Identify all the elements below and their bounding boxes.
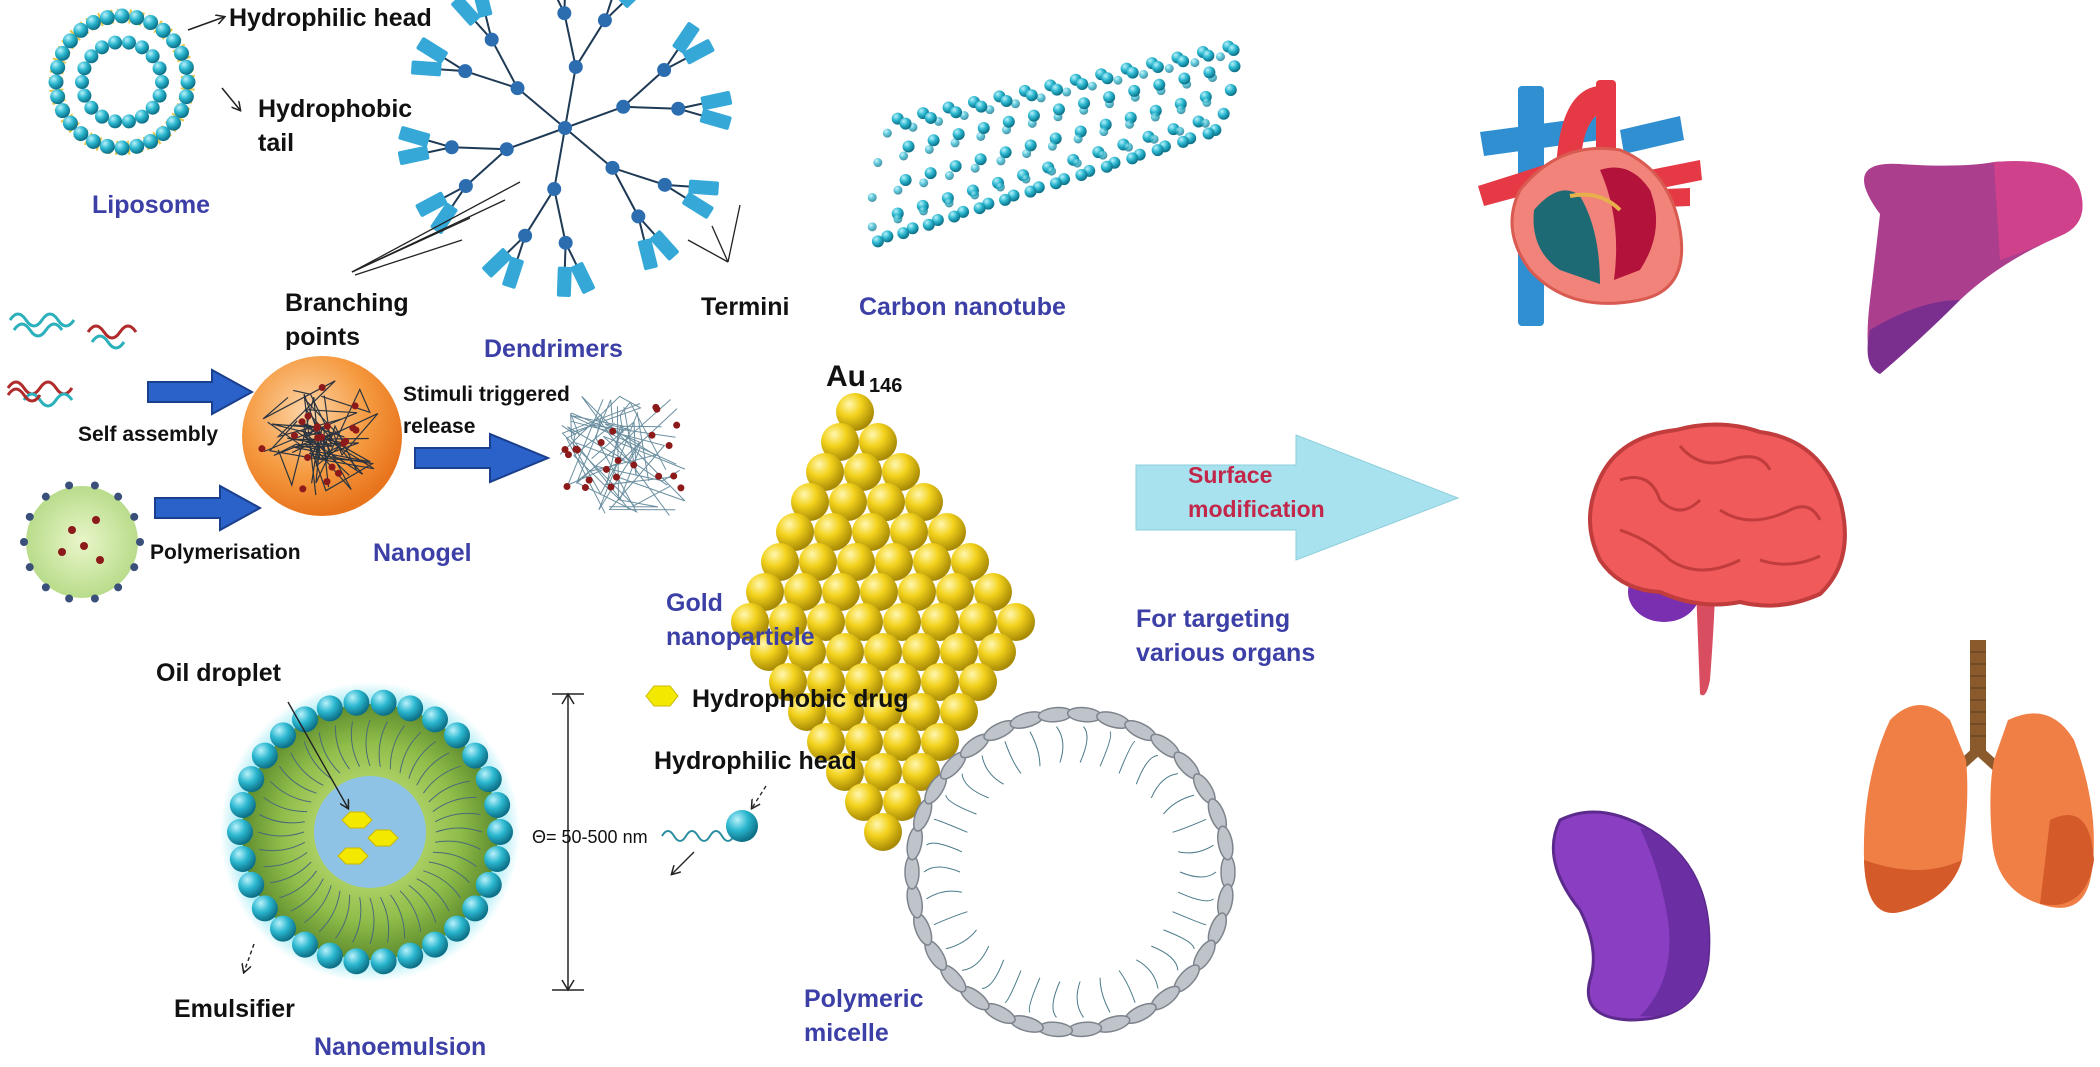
dendrimers-label: Dendrimers	[484, 335, 623, 363]
surface-modification-arrow	[1135, 434, 1460, 561]
self-assembly-label: Self assembly	[78, 423, 219, 446]
stimuli-label: Stimuli triggered	[403, 383, 570, 406]
micelle-label: micelle	[804, 1019, 889, 1047]
nanoparticle-label: nanoparticle	[666, 623, 815, 651]
surface-label: Surface	[1188, 462, 1273, 488]
oil-droplet-pointer	[287, 701, 348, 808]
carbon-nanotube-icon	[867, 40, 1241, 248]
branching-pointers	[351, 181, 741, 276]
liposome-label: Liposome	[92, 191, 211, 219]
gold-nanoparticle-icon	[731, 393, 1035, 851]
emulsifier-pointer	[244, 943, 255, 972]
hydrophilic-head-bottom-label: Hydrophilic head	[654, 747, 857, 775]
tail-label: tail	[258, 129, 295, 157]
polymerisation-arrow	[154, 484, 263, 532]
monomer-particle-icon	[20, 481, 144, 603]
hydrophobic-drug-icon	[645, 685, 679, 707]
carbon-nanotube-label: Carbon nanotube	[859, 293, 1066, 321]
head-pointer	[752, 785, 767, 808]
nanogel-icon	[242, 356, 402, 516]
released-network-icon	[559, 395, 686, 516]
for-targeting-label: For targeting	[1136, 605, 1291, 633]
size-label: Θ= 50-500 nm	[532, 827, 648, 847]
dendrimer-icon	[397, 0, 733, 297]
polymer-strands-icon	[6, 312, 138, 408]
various-organs-label: various organs	[1136, 639, 1316, 667]
size-scale-bar	[552, 692, 584, 992]
hydrophilic-head-pointer	[187, 17, 224, 31]
gold-label: Gold	[666, 589, 723, 617]
hydrophobic-drug-label: Hydrophobic drug	[692, 685, 909, 713]
nanoemulsion-label: Nanoemulsion	[314, 1033, 487, 1061]
branching-label: Branching	[285, 289, 409, 317]
emulsifier-label: Emulsifier	[174, 995, 295, 1023]
surfactant-molecule-icon	[661, 810, 758, 842]
brain-icon	[1588, 422, 1847, 696]
tail-pointer	[672, 851, 695, 874]
hydrophobic-label: Hydrophobic	[258, 95, 413, 123]
spleen-icon	[1551, 810, 1711, 1022]
release-arrow	[414, 432, 551, 484]
heart-icon	[1478, 80, 1702, 326]
au-symbol: Au	[826, 360, 866, 393]
release-label: release	[403, 415, 476, 438]
au-subscript: 146	[869, 375, 903, 397]
nanoemulsion-icon	[220, 682, 520, 982]
points-label: points	[285, 323, 360, 351]
polymeric-micelle-icon	[904, 706, 1236, 1038]
oil-droplet-label: Oil droplet	[156, 659, 281, 687]
lungs-icon	[1863, 640, 2094, 913]
self-assembly-arrow	[147, 368, 255, 416]
termini-label: Termini	[701, 293, 790, 321]
polymerisation-label: Polymerisation	[150, 541, 301, 564]
polymeric-label: Polymeric	[804, 985, 924, 1013]
nanogel-label: Nanogel	[373, 539, 472, 567]
liposome-icon	[48, 8, 196, 156]
modification-label: modification	[1188, 496, 1325, 522]
hydrophobic-tail-pointer	[221, 87, 240, 110]
hydrophilic-head-label: Hydrophilic head	[229, 4, 432, 32]
liver-icon	[1864, 161, 2083, 374]
